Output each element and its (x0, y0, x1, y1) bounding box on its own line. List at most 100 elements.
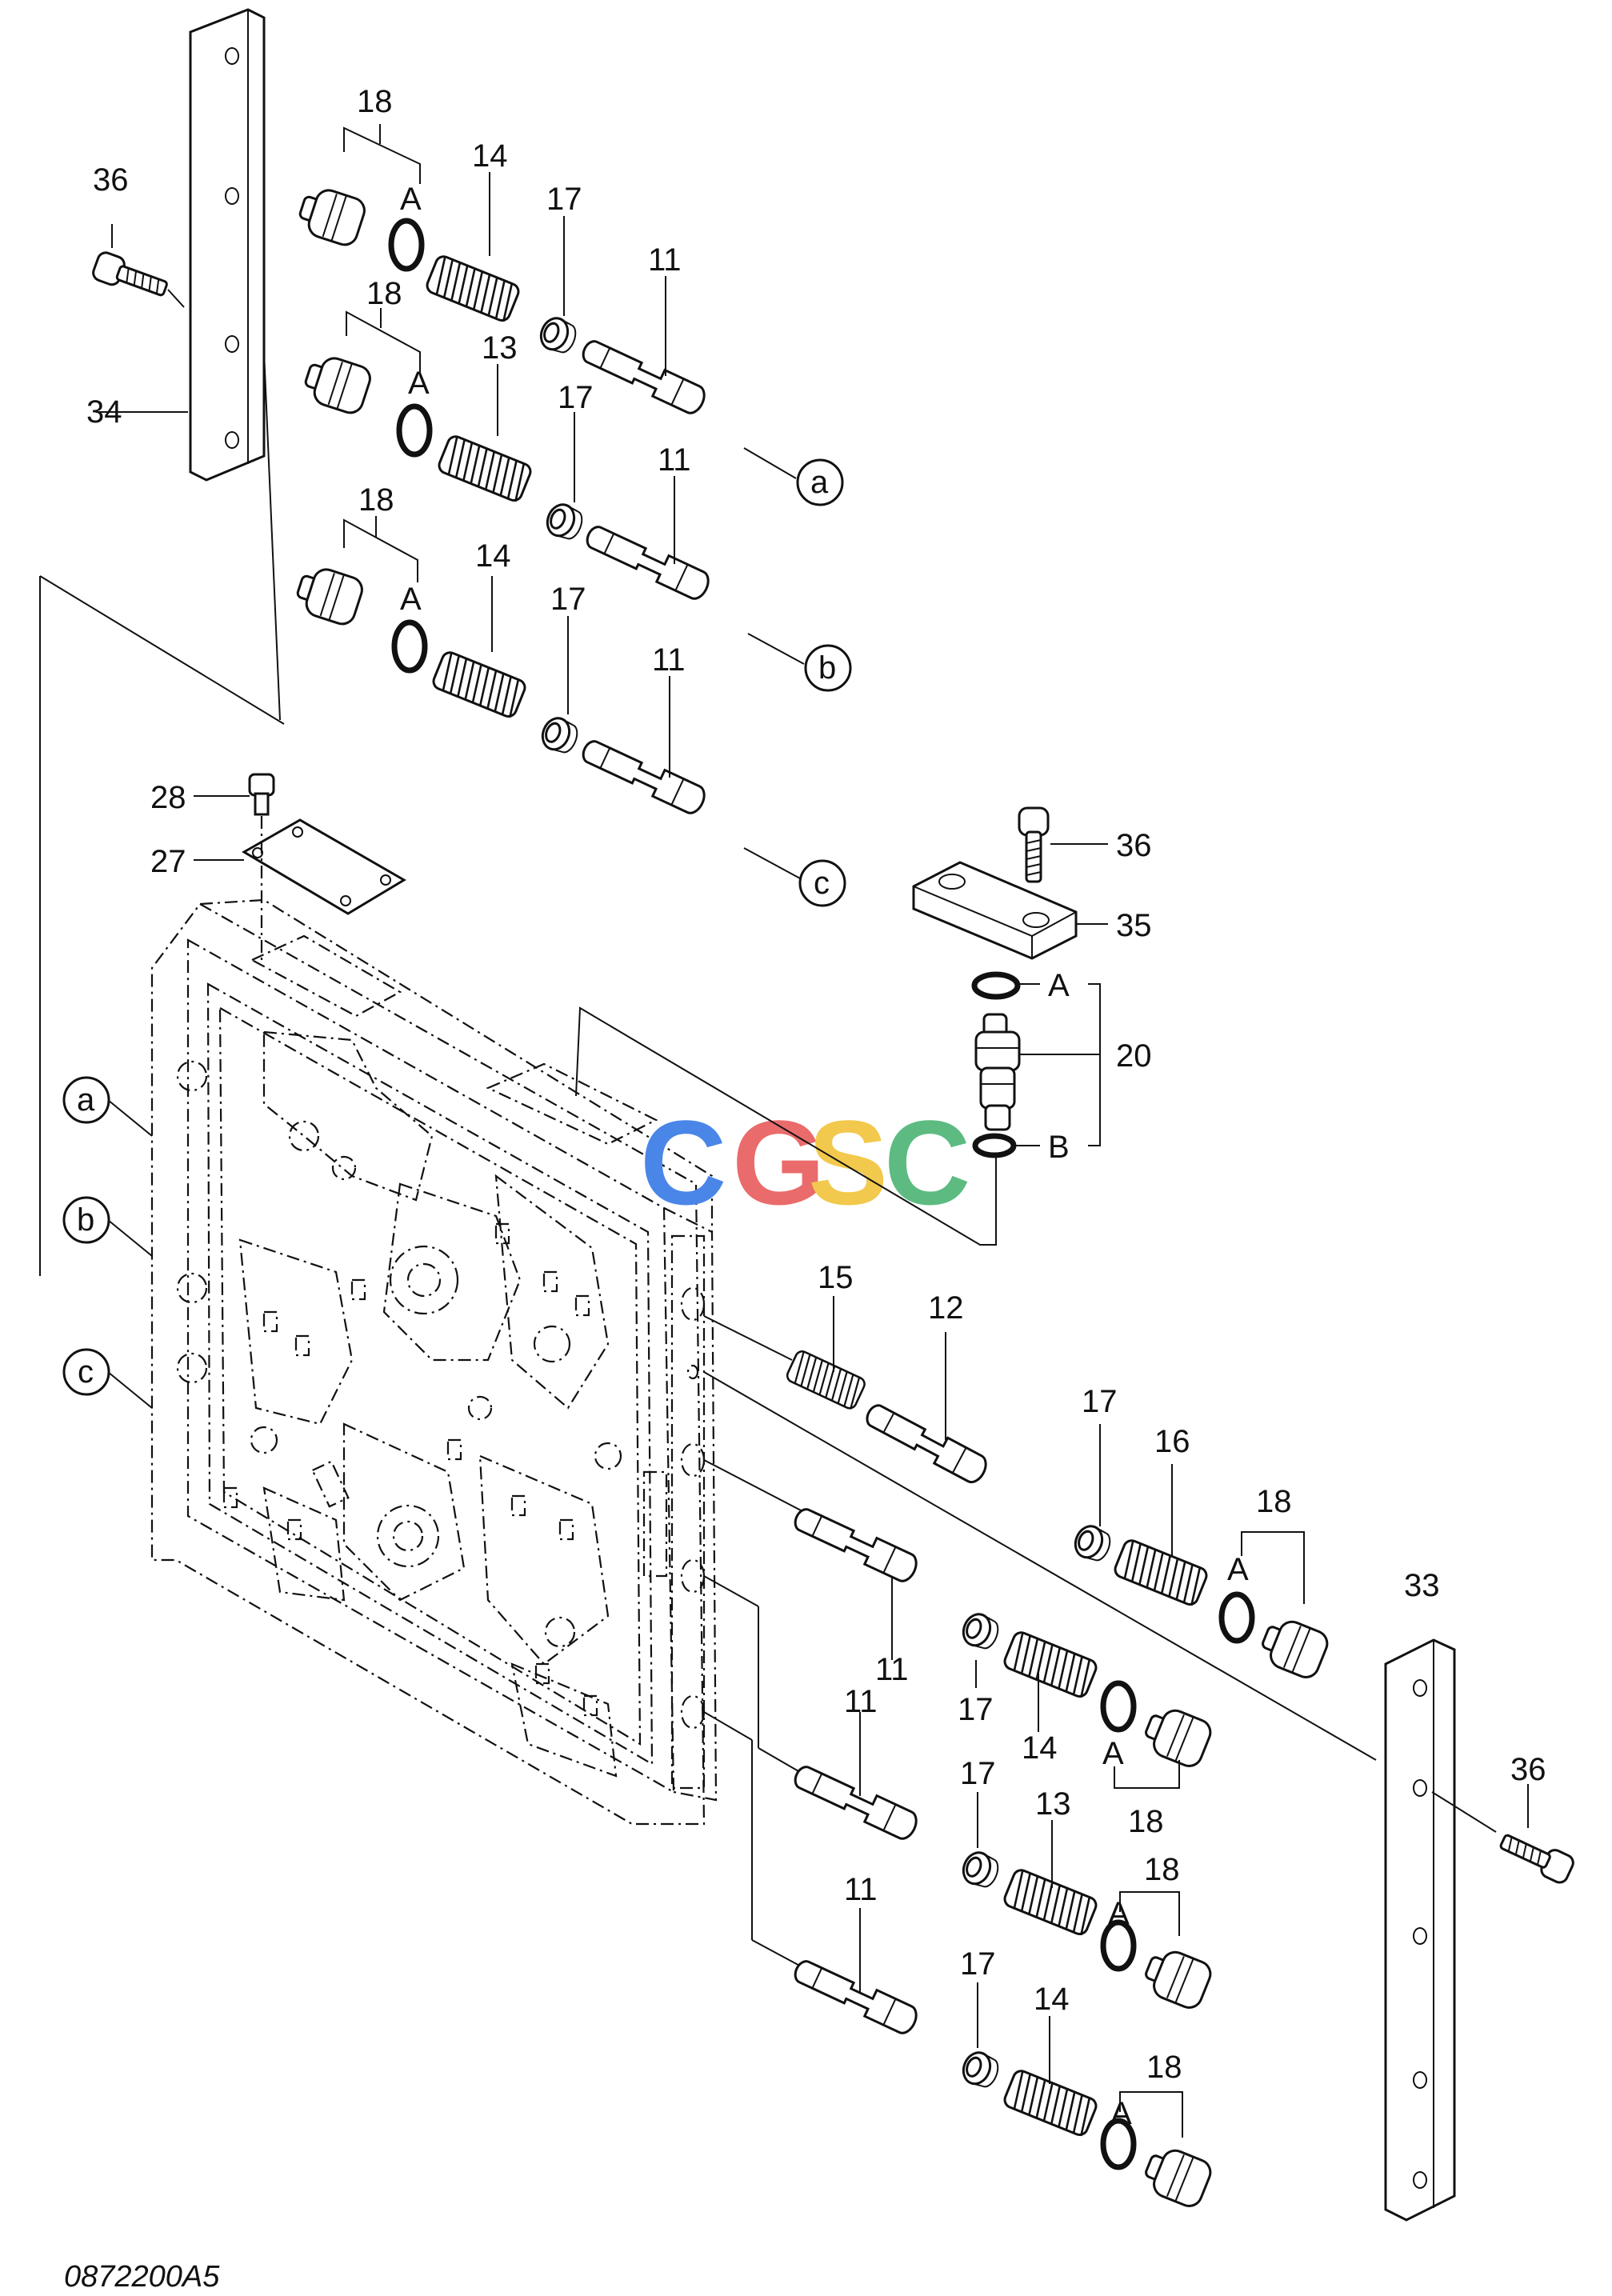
spring-icon (435, 433, 534, 504)
seal-b: B (1048, 1130, 1070, 1165)
bolt-icon (1495, 1826, 1578, 1886)
o-ring-icon (971, 971, 1021, 1000)
label-17: 17 (558, 380, 594, 415)
screw-icon (248, 773, 275, 816)
label-20: 20 (1116, 1038, 1152, 1074)
spring-icon (1001, 1629, 1100, 1700)
o-ring-icon (1100, 1680, 1137, 1733)
label-11: 11 (844, 1872, 878, 1907)
o-ring-icon (396, 403, 433, 458)
label-11: 11 (652, 642, 686, 678)
link-c: c (814, 866, 830, 901)
label-36: 36 (1116, 828, 1152, 863)
drawing-code: 0872200A5 (64, 2260, 220, 2294)
label-13: 13 (482, 330, 518, 366)
label-17: 17 (546, 182, 582, 217)
label-34: 34 (86, 394, 122, 430)
plate-icon (189, 8, 266, 482)
spool-icon (577, 334, 710, 418)
bolt-icon (90, 249, 172, 304)
spring-icon (1111, 1537, 1210, 1608)
bushing-icon (542, 499, 588, 545)
label-18: 18 (1146, 2050, 1182, 2085)
bushing-icon (1070, 1521, 1116, 1566)
spring-icon (784, 1348, 868, 1412)
label-18: 18 (1144, 1852, 1180, 1887)
svg-text:C: C (884, 1095, 970, 1230)
label-17: 17 (960, 1946, 996, 1982)
seal-a: A (400, 582, 422, 617)
label-27: 27 (150, 844, 186, 879)
o-ring-icon (388, 218, 425, 272)
label-17: 17 (960, 1756, 996, 1791)
link-c: c (78, 1354, 94, 1390)
seal-a: A (1110, 2096, 1132, 2131)
label-18: 18 (1128, 1804, 1164, 1839)
spring-icon (430, 649, 529, 720)
seal-a: A (408, 366, 430, 401)
label-11: 11 (648, 242, 682, 278)
link-a: a (810, 465, 829, 500)
plug-icon (1138, 1701, 1216, 1771)
label-17: 17 (550, 582, 586, 617)
link-b: b (77, 1202, 94, 1238)
plug-icon (1138, 1942, 1216, 2013)
plug-icon (1255, 1612, 1333, 1682)
label-14: 14 (1034, 1982, 1070, 2017)
relief-valve-icon (974, 1013, 1021, 1131)
bushing-icon (958, 1847, 1004, 1893)
o-ring-icon (1100, 1919, 1137, 1972)
seal-a: A (400, 182, 422, 217)
bushing-icon (958, 1609, 1004, 1654)
seal-a: A (1108, 1896, 1130, 1931)
label-11: 11 (658, 442, 691, 478)
link-a: a (77, 1082, 95, 1118)
svg-text:C: C (640, 1095, 726, 1230)
plate-icon (1384, 1638, 1456, 2222)
label-36: 36 (1510, 1752, 1546, 1787)
spring-icon (423, 253, 522, 324)
label-15: 15 (818, 1260, 854, 1295)
svg-text:G: G (732, 1095, 826, 1230)
cover-plate-icon (242, 818, 406, 915)
link-b: b (818, 650, 836, 686)
label-17: 17 (958, 1692, 994, 1727)
o-ring-icon (972, 1133, 1017, 1158)
plug-icon (291, 561, 367, 629)
spool-icon (577, 734, 710, 818)
seal-a: A (1102, 1736, 1124, 1771)
label-33: 33 (1404, 1568, 1440, 1603)
plug-icon (299, 350, 375, 418)
label-18: 18 (1256, 1484, 1292, 1519)
label-13: 13 (1035, 1786, 1071, 1822)
label-17: 17 (1082, 1384, 1118, 1419)
label-14: 14 (1022, 1730, 1058, 1766)
watermark: C G S C (640, 1095, 970, 1230)
plug-icon (294, 182, 370, 250)
spool-icon (789, 1759, 922, 1844)
label-28: 28 (150, 780, 186, 815)
spool-icon (789, 1502, 922, 1586)
o-ring-icon (1218, 1591, 1255, 1644)
bolt-icon (1018, 806, 1050, 883)
plug-icon (1138, 2141, 1216, 2211)
spool-icon (581, 519, 714, 604)
plate-icon (912, 861, 1078, 960)
bushing-icon (537, 713, 583, 758)
label-12: 12 (928, 1290, 964, 1326)
label-11: 11 (875, 1652, 909, 1687)
spring-icon (1001, 1866, 1100, 1938)
o-ring-icon (1100, 2118, 1137, 2170)
seal-a: A (1048, 968, 1070, 1003)
bushing-icon (535, 313, 582, 358)
svg-text:S: S (808, 1095, 888, 1230)
part-labels: 36 34 18 A 14 17 11 18 A 13 17 11 18 A 1… (86, 84, 1546, 2131)
label-16: 16 (1154, 1424, 1190, 1459)
label-18: 18 (357, 84, 393, 119)
bushing-icon (958, 2047, 1004, 2093)
spool-icon (861, 1398, 992, 1487)
spool-icon (789, 1954, 922, 2038)
o-ring-icon (391, 619, 428, 674)
label-18: 18 (366, 276, 402, 311)
